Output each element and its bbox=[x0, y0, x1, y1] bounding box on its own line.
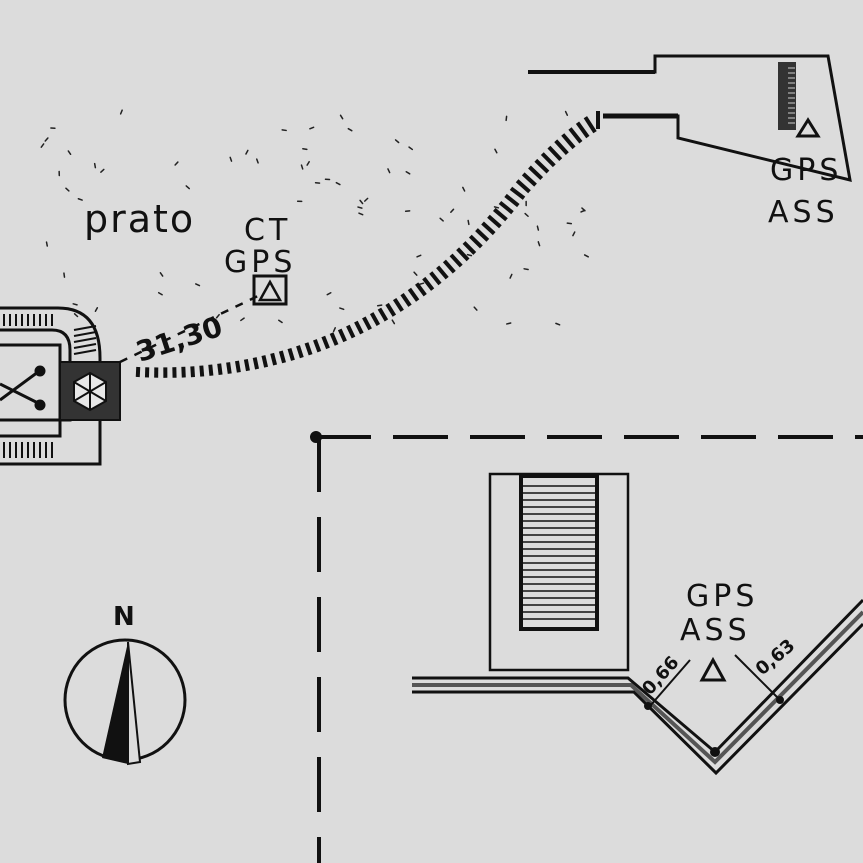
curved-boundary bbox=[135, 111, 600, 378]
label-ass-top: ASS bbox=[768, 195, 839, 230]
label-ct: CT bbox=[244, 213, 291, 248]
wall-v-shape bbox=[412, 598, 863, 776]
label-gps-ct: GPS bbox=[224, 245, 296, 280]
grass-dots bbox=[40, 109, 589, 333]
dimension-marks bbox=[644, 654, 784, 757]
label-north: N bbox=[113, 602, 135, 632]
label-gps-bottom: GPS bbox=[686, 579, 758, 614]
hexagon-fountain-icon bbox=[59, 361, 121, 421]
survey-triangle-top bbox=[795, 117, 821, 138]
building-top-right bbox=[528, 54, 852, 183]
bench-hatching bbox=[3, 314, 97, 458]
x-mark bbox=[0, 365, 46, 411]
ct-gps-station-box bbox=[252, 274, 288, 306]
stair-hatch-top bbox=[778, 62, 796, 130]
stair-icon bbox=[519, 474, 599, 631]
survey-triangle-bottom bbox=[699, 656, 727, 682]
property-boundary bbox=[310, 431, 863, 863]
label-gps-top: GPS bbox=[770, 153, 842, 188]
label-ass-bottom: ASS bbox=[680, 613, 751, 648]
label-prato: prato bbox=[84, 197, 195, 241]
ct-gps-triangle-icon bbox=[257, 279, 283, 302]
north-arrow bbox=[63, 638, 187, 766]
